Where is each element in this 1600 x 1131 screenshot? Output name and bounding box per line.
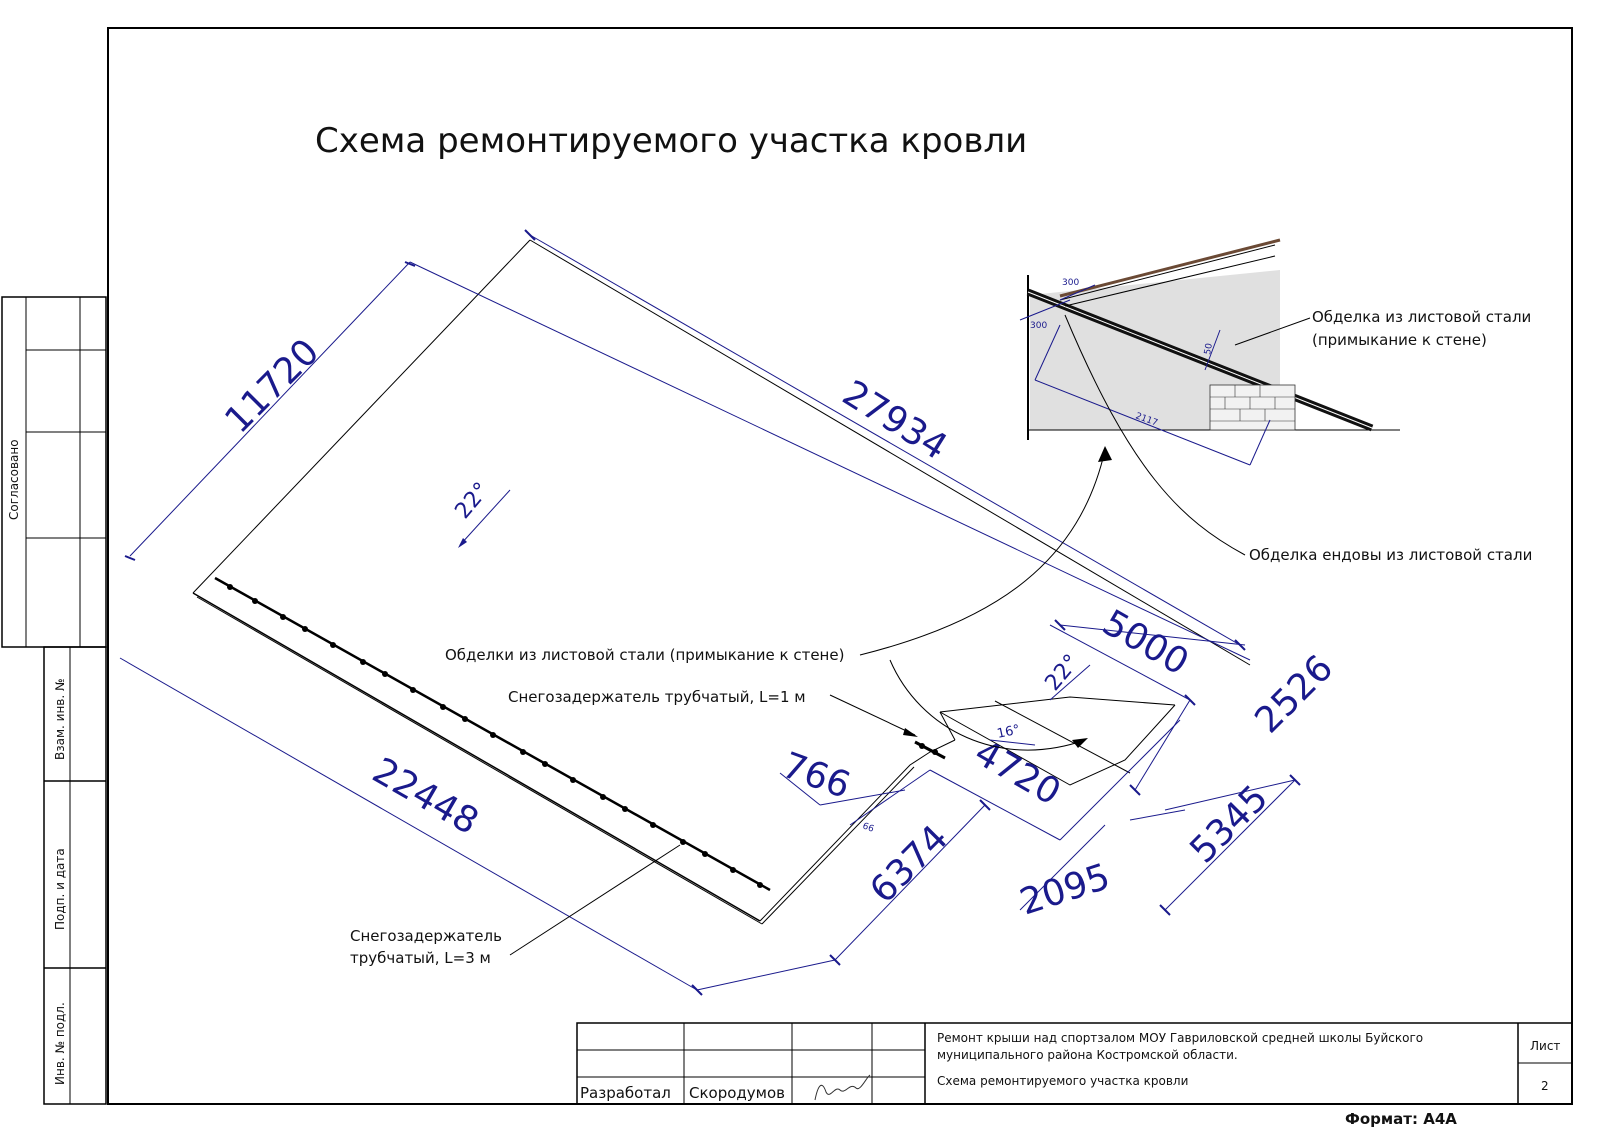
dim-5000: 5000	[1096, 602, 1196, 683]
developed-label: Разработал	[580, 1084, 671, 1102]
slope-16-label: 16°	[996, 722, 1022, 741]
dim-766: 766	[777, 745, 856, 807]
inv-replace-label: Взам. инв. №	[53, 679, 67, 760]
format-label: Формат: А4А	[1345, 1110, 1457, 1128]
drawing-name: Схема ремонтируемого участка кровли	[937, 1074, 1188, 1088]
dimension-lines	[119, 229, 1301, 996]
drawing-frame	[107, 27, 1573, 1105]
dim-6374: 6374	[862, 818, 956, 912]
project-line-2: муниципального района Костромской област…	[937, 1048, 1238, 1062]
dim-5345: 5345	[1182, 778, 1276, 872]
inv-orig-label: Инв. № подл.	[53, 1002, 67, 1085]
annotation-wall-flashings: Обделки из листовой стали (примыкание к …	[445, 646, 844, 664]
roof-plan	[192, 239, 1251, 925]
sign-date-label: Подп. и дата	[53, 848, 67, 930]
slope-small-label: 22°	[1040, 650, 1084, 696]
detail-dim-300a: 300	[1062, 278, 1079, 288]
side-stamp-inventory: Взам. инв. № Подп. и дата Инв. № подл.	[43, 646, 107, 1105]
snow-guard-1m	[914, 740, 946, 760]
annotation-wall-steel-1: Обделка из листовой стали	[1312, 308, 1531, 326]
slope-main-label: 22°	[450, 478, 494, 524]
dim-22448: 22448	[366, 750, 486, 843]
slope-arrow-main	[459, 489, 511, 546]
annotation-snow-guard-3m-1: Снегозадержатель	[350, 927, 502, 945]
project-line-1: Ремонт крыши над спортзалом МОУ Гаврилов…	[937, 1031, 1423, 1045]
sheet-label: Лист	[1530, 1039, 1560, 1053]
detail-dim-300b: 300	[1030, 321, 1047, 331]
annotation-snow-guard-3m-2: трубчатый, L=3 м	[350, 949, 491, 967]
dim-2526: 2526	[1247, 648, 1341, 742]
slope-arrow-small	[1049, 664, 1091, 701]
dim-2095: 2095	[1015, 856, 1115, 923]
drawing-title: Схема ремонтируемого участка кровли	[315, 121, 1027, 161]
leader-lines	[509, 314, 1311, 956]
developer-name: Скородумов	[689, 1084, 785, 1102]
detail-section: 300 300 50 2117	[1019, 238, 1400, 466]
sheet-number: 2	[1541, 1079, 1549, 1093]
dim-11720: 11720	[217, 331, 327, 441]
annotation-wall-steel-2: (примыкание к стене)	[1312, 331, 1487, 349]
annotation-valley: Обделка ендовы из листовой стали	[1249, 546, 1532, 564]
title-block: Ремонт крыши над спортзалом МОУ Гаврилов…	[576, 1022, 1573, 1105]
snow-guard-3m	[214, 576, 771, 892]
side-stamp-agreed: Согласовано	[1, 296, 107, 648]
agreed-label: Согласовано	[7, 439, 21, 520]
annotation-snow-guard-1m: Снегозадержатель трубчатый, L=1 м	[508, 688, 806, 706]
dim-27934: 27934	[835, 373, 954, 468]
dim-66: 66	[861, 821, 875, 834]
signature	[814, 1074, 871, 1101]
detail-dim-50: 50	[1203, 342, 1215, 355]
